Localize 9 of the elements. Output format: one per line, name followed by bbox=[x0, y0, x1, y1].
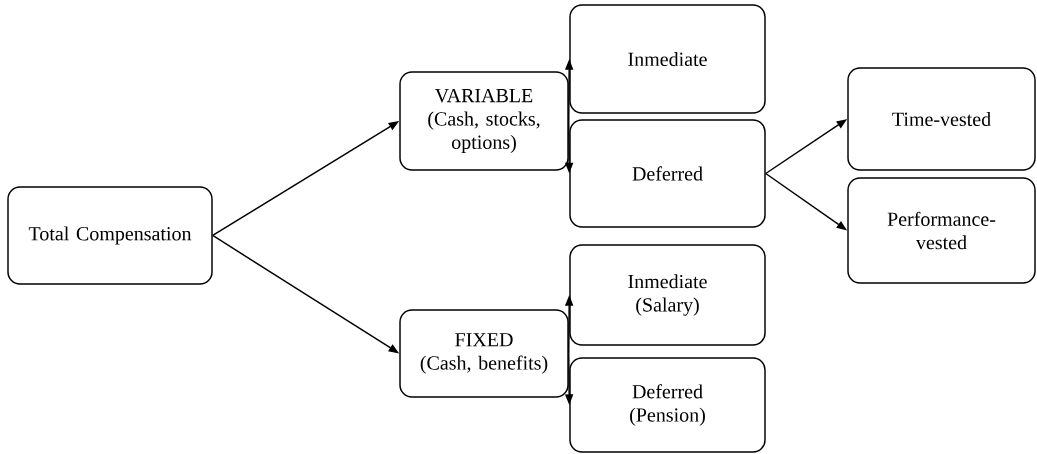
category-box: Total Compensation bbox=[7, 186, 213, 285]
category-box: Time-vested bbox=[847, 67, 1036, 171]
category-box: VARIABLE (Cash, stocks, options) bbox=[399, 71, 569, 171]
category-box: Inmediate bbox=[569, 4, 766, 114]
category-box: Deferred bbox=[569, 119, 766, 228]
category-box: Deferred (Pension) bbox=[569, 357, 766, 453]
category-box: FIXED (Cash, benefits) bbox=[399, 309, 569, 398]
category-box: Inmediate (Salary) bbox=[569, 244, 766, 346]
category-box: Performance-vested bbox=[847, 177, 1036, 284]
